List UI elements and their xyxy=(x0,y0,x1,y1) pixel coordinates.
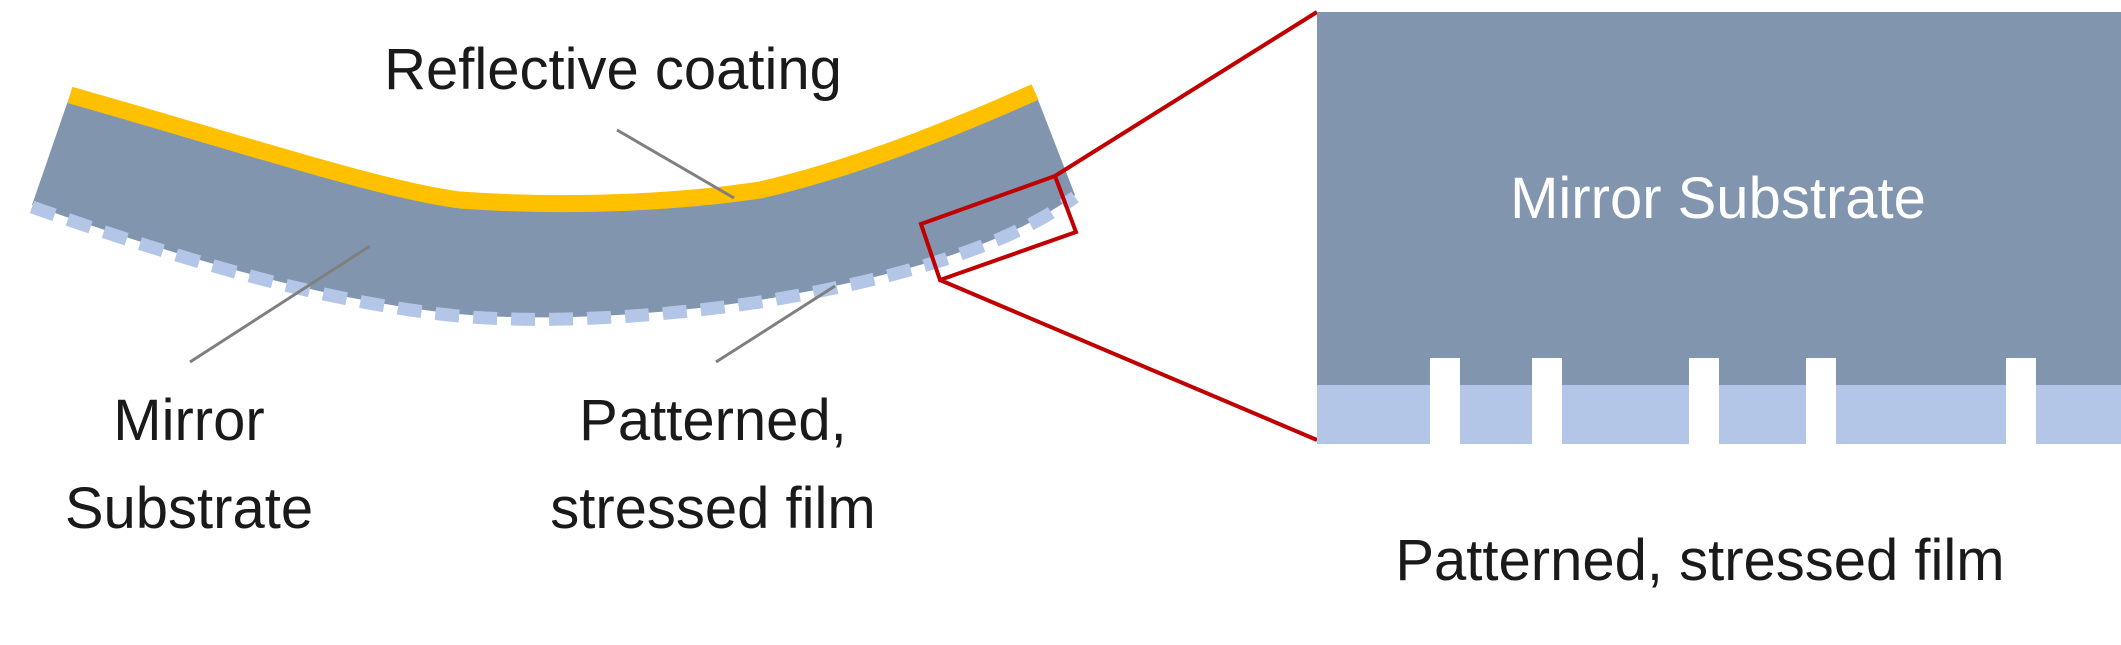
label-zoom-substrate: Mirror Substrate xyxy=(1510,166,1926,231)
zoom-film-segment-2 xyxy=(1460,385,1532,444)
reflective-coating-layer xyxy=(67,84,1039,213)
label-mirror-substrate-line2: Substrate xyxy=(65,476,313,541)
leader-reflective-coating xyxy=(616,128,735,200)
curved-mirror-film xyxy=(29,191,1079,326)
zoom-film-gap-2 xyxy=(1532,358,1562,444)
zoom-film-segment-1 xyxy=(1317,385,1430,444)
leader-mirror-substrate xyxy=(189,244,371,364)
curved-mirror xyxy=(29,84,1079,326)
leader-lines xyxy=(189,128,836,364)
label-patterned-film-line1: Patterned, xyxy=(579,388,847,453)
zoom-film-segment-6 xyxy=(2036,385,2121,444)
zoom-film-segment-5 xyxy=(1836,385,2006,444)
label-zoom-film: Patterned, stressed film xyxy=(1395,528,2004,593)
zoom-indicator xyxy=(918,10,1319,442)
zoom-line-top xyxy=(1053,10,1319,178)
zoomed-cross-section xyxy=(1317,12,2121,444)
label-reflective-coating: Reflective coating xyxy=(384,37,842,102)
zoom-line-bottom xyxy=(939,278,1318,442)
zoom-film-gap-4 xyxy=(1806,358,1836,444)
zoom-film-gap-1 xyxy=(1430,358,1460,444)
label-mirror-substrate-line1: Mirror xyxy=(113,388,264,453)
label-patterned-film-line2: stressed film xyxy=(550,476,876,541)
zoom-region-box xyxy=(918,173,1079,283)
zoom-film-segment-3 xyxy=(1562,385,1689,444)
zoom-film-gap-5 xyxy=(2006,358,2036,444)
zoom-film-gap-3 xyxy=(1689,358,1719,444)
zoom-film-segment-4 xyxy=(1719,385,1806,444)
leader-patterned-film xyxy=(715,284,836,364)
zoom-film xyxy=(1317,358,2121,444)
zoom-substrate xyxy=(1317,12,2121,385)
